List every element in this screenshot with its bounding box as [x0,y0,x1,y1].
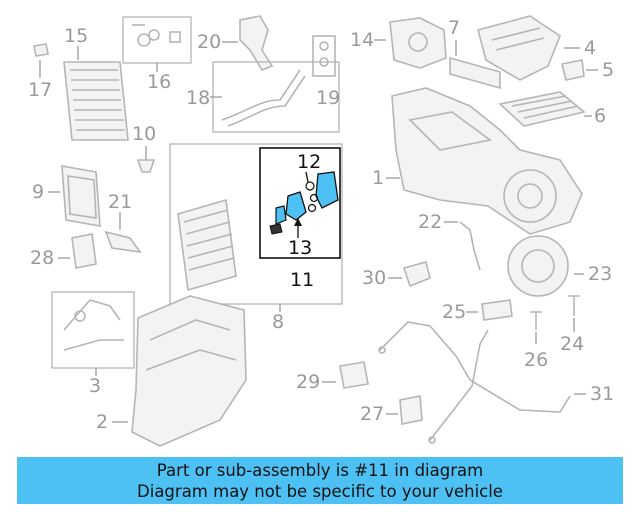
part-actuator-28[interactable] [71,233,97,269]
part-bracket-20[interactable] [239,15,274,71]
callout-25: 25 [442,301,466,323]
callout-24: 24 [560,333,584,355]
part-ac-lines-18[interactable] [221,69,306,127]
callout-20: 20 [197,31,221,53]
callout-19: 19 [316,87,340,109]
part-expansion-valve-11[interactable] [269,171,339,235]
callout-30: 30 [362,267,386,289]
callout-7: 7 [448,17,460,39]
part-sensor-10[interactable] [136,159,156,173]
callout-9: 9 [32,181,44,203]
part-module-27[interactable] [399,395,423,425]
part-bolt-24[interactable] [568,295,580,316]
callout-16: 16 [147,71,171,93]
callout-3: 3 [89,375,101,397]
callout-18: 18 [186,87,210,109]
callout-21: 21 [108,191,132,213]
callout-2: 2 [96,411,108,433]
part-hvac-housing-1[interactable] [391,87,583,235]
box-11 [259,147,341,259]
part-housing-4[interactable] [477,15,561,81]
callout-23: 23 [588,263,612,285]
part-sensor-21[interactable] [104,230,142,254]
part-seal-kit-16[interactable] [132,24,181,47]
callout-26: 26 [524,349,548,371]
part-trim-7[interactable] [449,56,501,90]
callout-5: 5 [602,59,614,81]
part-lower-housing-2[interactable] [131,295,247,447]
callout-12: 12 [297,151,321,173]
part-wire-harness-31[interactable] [378,321,571,444]
box-8 [169,143,343,305]
part-bracket-25[interactable] [481,299,513,321]
callout-14: 14 [350,29,374,51]
part-resistor-30[interactable] [402,261,431,288]
callout-10: 10 [132,123,156,145]
callout-1: 1 [372,167,384,189]
callout-13: 13 [288,237,312,259]
info-banner: Part or sub-assembly is #11 in diagram D… [17,457,623,504]
part-hose-22[interactable] [459,221,481,271]
callout-29: 29 [296,371,320,393]
banner-line-2: Diagram may not be specific to your vehi… [137,482,503,501]
part-linkage-3[interactable] [63,299,124,351]
part-evaporator-8[interactable] [177,198,237,292]
box-3 [51,291,135,369]
callout-27: 27 [360,403,384,425]
callout-11: 11 [290,269,314,291]
callout-4: 4 [584,37,596,59]
callout-15: 15 [64,25,88,47]
part-actuator-5[interactable] [561,59,585,81]
banner-line-1: Part or sub-assembly is #11 in diagram [156,461,484,480]
callout-22: 22 [418,211,442,233]
part-heater-core-15[interactable] [63,61,129,141]
callout-6: 6 [594,105,606,127]
part-clip-17[interactable] [33,43,49,57]
box-16 [122,16,192,64]
parts-diagram: 15 17 16 20 18 19 14 7 [28,15,614,447]
part-bolt-26[interactable] [530,311,542,330]
part-filter-6[interactable] [498,91,586,127]
callout-8: 8 [272,311,284,333]
callout-28: 28 [30,247,54,269]
part-orings-19[interactable] [312,35,336,77]
part-gasket-14[interactable] [389,17,447,69]
callout-31: 31 [590,383,614,405]
part-module-29[interactable] [339,361,369,389]
part-blower-23[interactable] [507,235,569,297]
part-filter-9[interactable] [61,165,101,227]
callout-17: 17 [28,79,52,101]
